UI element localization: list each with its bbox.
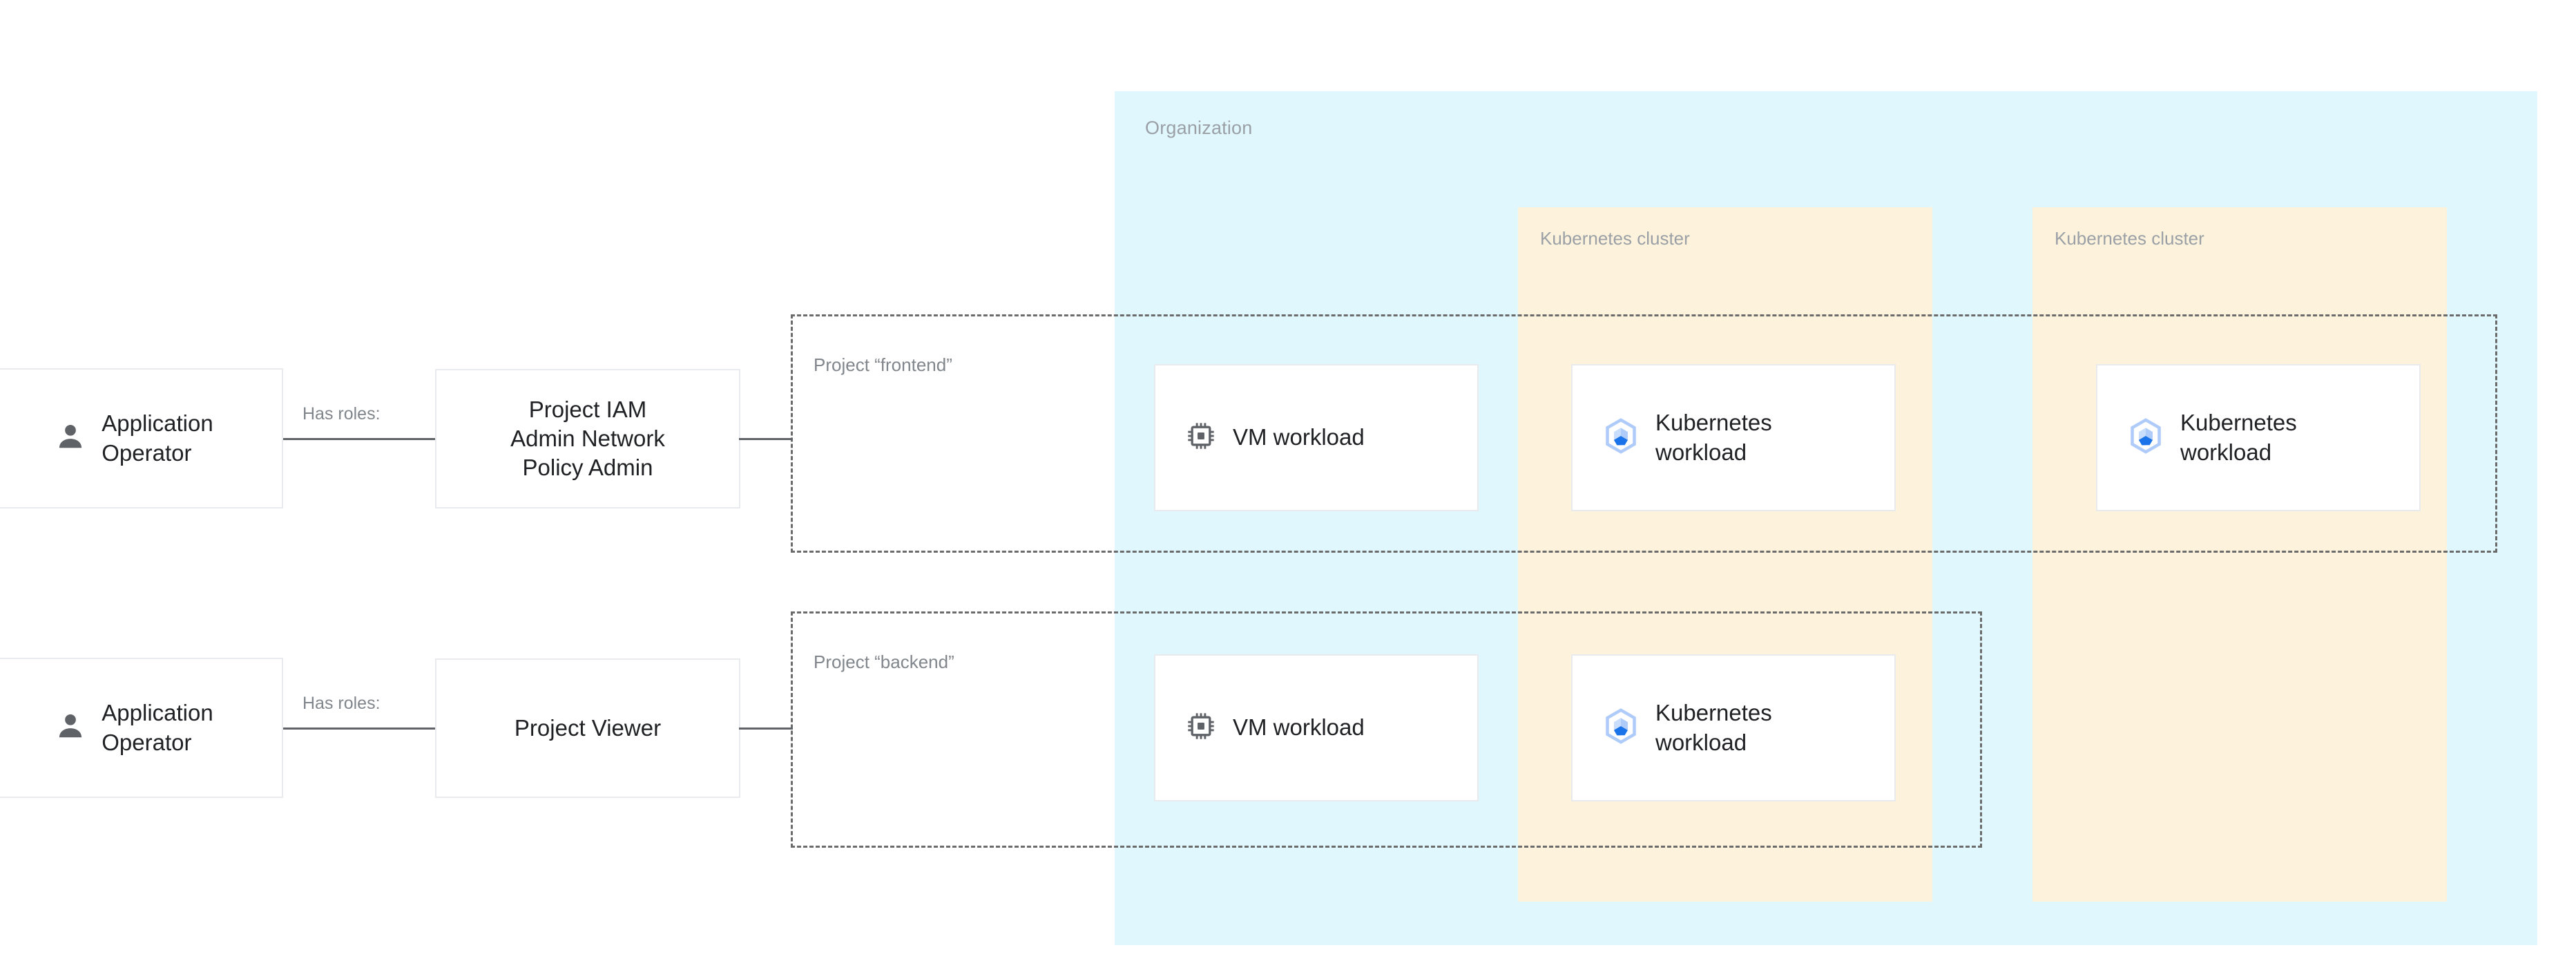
workload-card-kubernetes-frontend-1[interactable]: Kubernetes workload bbox=[1571, 364, 1896, 511]
person-icon bbox=[55, 710, 86, 745]
organization-label: Organization bbox=[1145, 117, 1253, 138]
project-boundary-frontend: Project “frontend” bbox=[791, 314, 2497, 553]
principal-label-line1: Application bbox=[102, 410, 213, 437]
role-label-line1: Project IAM bbox=[528, 396, 647, 422]
role-label-line3: Policy Admin bbox=[522, 455, 653, 481]
workload-label: Kubernetes workload bbox=[1655, 408, 1772, 466]
connector-line-principal-to-role-1 bbox=[283, 438, 436, 440]
role-label-line2: Admin Network bbox=[510, 425, 665, 451]
connector-line-principal-to-role-2 bbox=[283, 728, 436, 730]
workload-label: Kubernetes workload bbox=[1655, 698, 1772, 757]
workload-card-kubernetes-frontend-2[interactable]: Kubernetes workload bbox=[2096, 364, 2421, 511]
workload-label-line1: Kubernetes bbox=[2180, 410, 2297, 436]
workload-label-line2: workload bbox=[2180, 439, 2272, 465]
cluster-label: Kubernetes cluster bbox=[1540, 228, 1690, 249]
workload-label: Kubernetes workload bbox=[2180, 408, 2297, 466]
workload-card-vm-backend[interactable]: VM workload bbox=[1154, 654, 1479, 801]
connector-label-has-roles-2: Has roles: bbox=[302, 694, 381, 713]
principal-label-line2: Operator bbox=[102, 729, 192, 755]
kubernetes-hexagon-icon bbox=[2128, 418, 2164, 457]
workload-label: VM workload bbox=[1233, 714, 1365, 741]
role-label: Project Viewer bbox=[514, 714, 662, 741]
project-boundary-backend: Project “backend” bbox=[791, 611, 1982, 848]
kubernetes-hexagon-icon bbox=[1603, 708, 1639, 748]
project-label: Project “frontend” bbox=[814, 354, 952, 375]
role-box-2[interactable]: Project Viewer bbox=[435, 658, 740, 798]
workload-card-kubernetes-backend[interactable]: Kubernetes workload bbox=[1571, 654, 1896, 801]
kubernetes-cluster-2: Kubernetes cluster bbox=[2032, 207, 2447, 902]
connector-line-role-to-project-1 bbox=[739, 438, 793, 440]
cpu-chip-icon bbox=[1186, 711, 1216, 745]
person-icon bbox=[55, 421, 86, 456]
workload-label-line2: workload bbox=[1655, 439, 1747, 465]
connector-line-role-to-project-2 bbox=[739, 728, 793, 730]
workload-label-line1: Kubernetes bbox=[1655, 700, 1772, 726]
principal-label-line1: Application bbox=[102, 700, 213, 726]
workload-label: VM workload bbox=[1233, 424, 1365, 450]
connector-label-has-roles-1: Has roles: bbox=[302, 404, 381, 424]
cpu-chip-icon bbox=[1186, 421, 1216, 455]
workload-label-line1: Kubernetes bbox=[1655, 410, 1772, 436]
principal-label-line2: Operator bbox=[102, 439, 192, 466]
workload-label-line2: workload bbox=[1655, 729, 1747, 755]
cluster-label: Kubernetes cluster bbox=[2055, 228, 2204, 249]
workload-card-vm-frontend[interactable]: VM workload bbox=[1154, 364, 1479, 511]
kubernetes-hexagon-icon bbox=[1603, 418, 1639, 457]
project-label: Project “backend” bbox=[814, 652, 954, 672]
